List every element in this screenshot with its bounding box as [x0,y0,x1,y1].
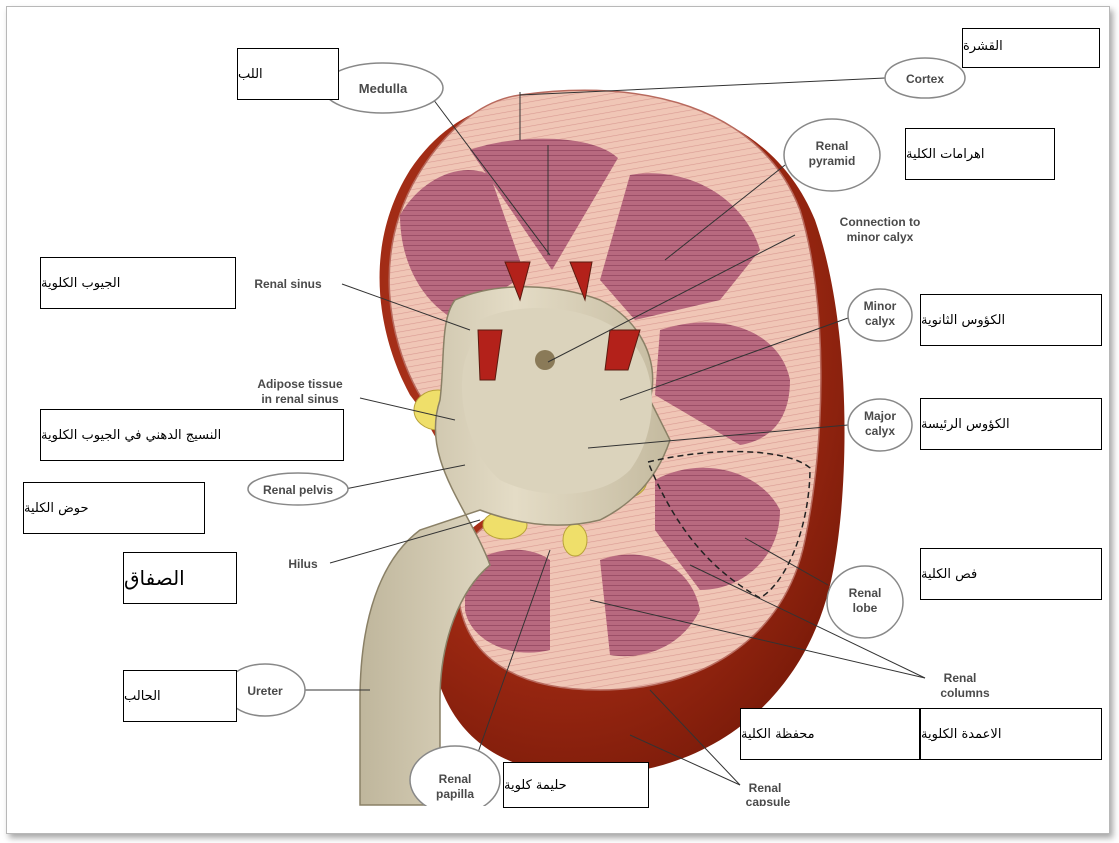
arabic-label-renal-columns: الاعمدة الكلوية [920,708,1102,760]
arabic-label-ureter: الحالب [123,670,237,722]
english-label-renal-capsule: Renal capsule [746,781,791,809]
bottom-crop [360,806,820,826]
svg-text:Renal pelvis: Renal pelvis [263,483,333,497]
svg-text:Adipose tissue: Adipose tissue [257,377,343,391]
english-label-renal-sinus: Renal sinus [254,277,322,291]
svg-text:Cortex: Cortex [906,72,944,86]
svg-text:Renal sinus: Renal sinus [254,277,322,291]
arabic-label-hilus: الصفاق [123,552,237,604]
english-label-renal-lobe: Renal lobe [827,566,903,638]
english-label-adipose: Adipose tissue in renal sinus [257,377,343,406]
svg-text:Renal: Renal [849,586,882,600]
arabic-label-cortex: القشرة [962,28,1100,68]
english-label-renal-columns: Renal columns [940,671,990,700]
arabic-label-medulla: اللب [237,48,339,100]
svg-text:pyramid: pyramid [809,154,856,168]
svg-text:Renal: Renal [816,139,849,153]
english-label-ureter: Ureter [225,664,305,716]
svg-text:Connection to: Connection to [840,215,921,229]
svg-text:Renal: Renal [749,781,782,795]
svg-text:calyx: calyx [865,424,895,438]
arabic-label-renal-pelvis: حوض الكلية [23,482,205,534]
english-label-hilus: Hilus [288,557,318,571]
english-label-major-calyx: Major calyx [848,399,912,451]
english-label-cortex: Cortex [885,58,965,98]
svg-text:papilla: papilla [436,787,474,801]
svg-text:Renal: Renal [944,671,977,685]
arabic-label-renal-papilla: حليمة كلوية [503,762,649,808]
svg-text:lobe: lobe [853,601,878,615]
svg-text:Ureter: Ureter [247,684,283,698]
english-label-connection: Connection to minor calyx [840,215,921,244]
english-label-medulla: Medulla [323,63,443,113]
arabic-label-minor-calyx: الكؤوس الثانوية [920,294,1102,346]
svg-text:columns: columns [940,686,990,700]
svg-text:Medulla: Medulla [359,81,408,96]
svg-text:Renal: Renal [439,772,472,786]
svg-text:Minor: Minor [864,299,897,313]
arabic-label-renal-pyramids: اهرامات الكلية [905,128,1055,180]
svg-text:calyx: calyx [865,314,895,328]
english-label-renal-pyramid: Renal pyramid [784,119,880,191]
svg-text:in renal sinus: in renal sinus [261,392,339,406]
arabic-label-adipose: النسيج الدهني في الجيوب الكلوية [40,409,344,461]
arabic-label-renal-capsule: محفظة الكلية [740,708,920,760]
english-label-renal-papilla: Renal papilla [410,746,500,814]
english-label-minor-calyx: Minor calyx [848,289,912,341]
svg-text:minor calyx: minor calyx [847,230,914,244]
svg-text:Major: Major [864,409,896,423]
arabic-label-renal-sinus: الجيوب الكلوية [40,257,236,309]
english-label-renal-pelvis: Renal pelvis [248,473,348,505]
arabic-label-renal-lobe: فص الكلية [920,548,1102,600]
svg-text:Hilus: Hilus [288,557,318,571]
arabic-label-major-calyx: الكؤوس الرئيسة [920,398,1102,450]
